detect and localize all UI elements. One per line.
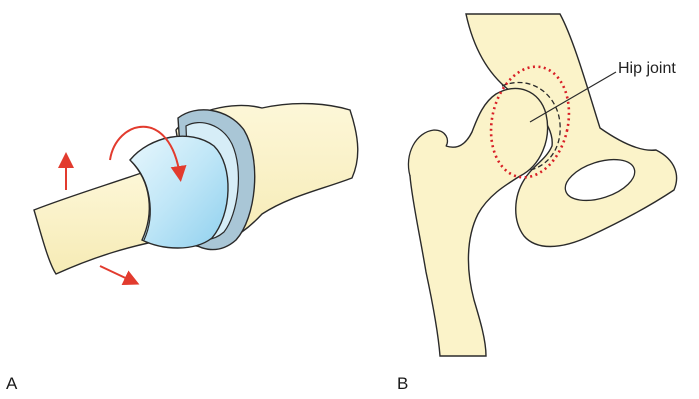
panel-a-label: A (6, 374, 17, 394)
hip-joint-callout-label: Hip joint (618, 60, 676, 78)
panel-b-label: B (397, 374, 408, 394)
panel-a-illustration (34, 104, 358, 282)
diagonal-arrow (100, 266, 134, 282)
